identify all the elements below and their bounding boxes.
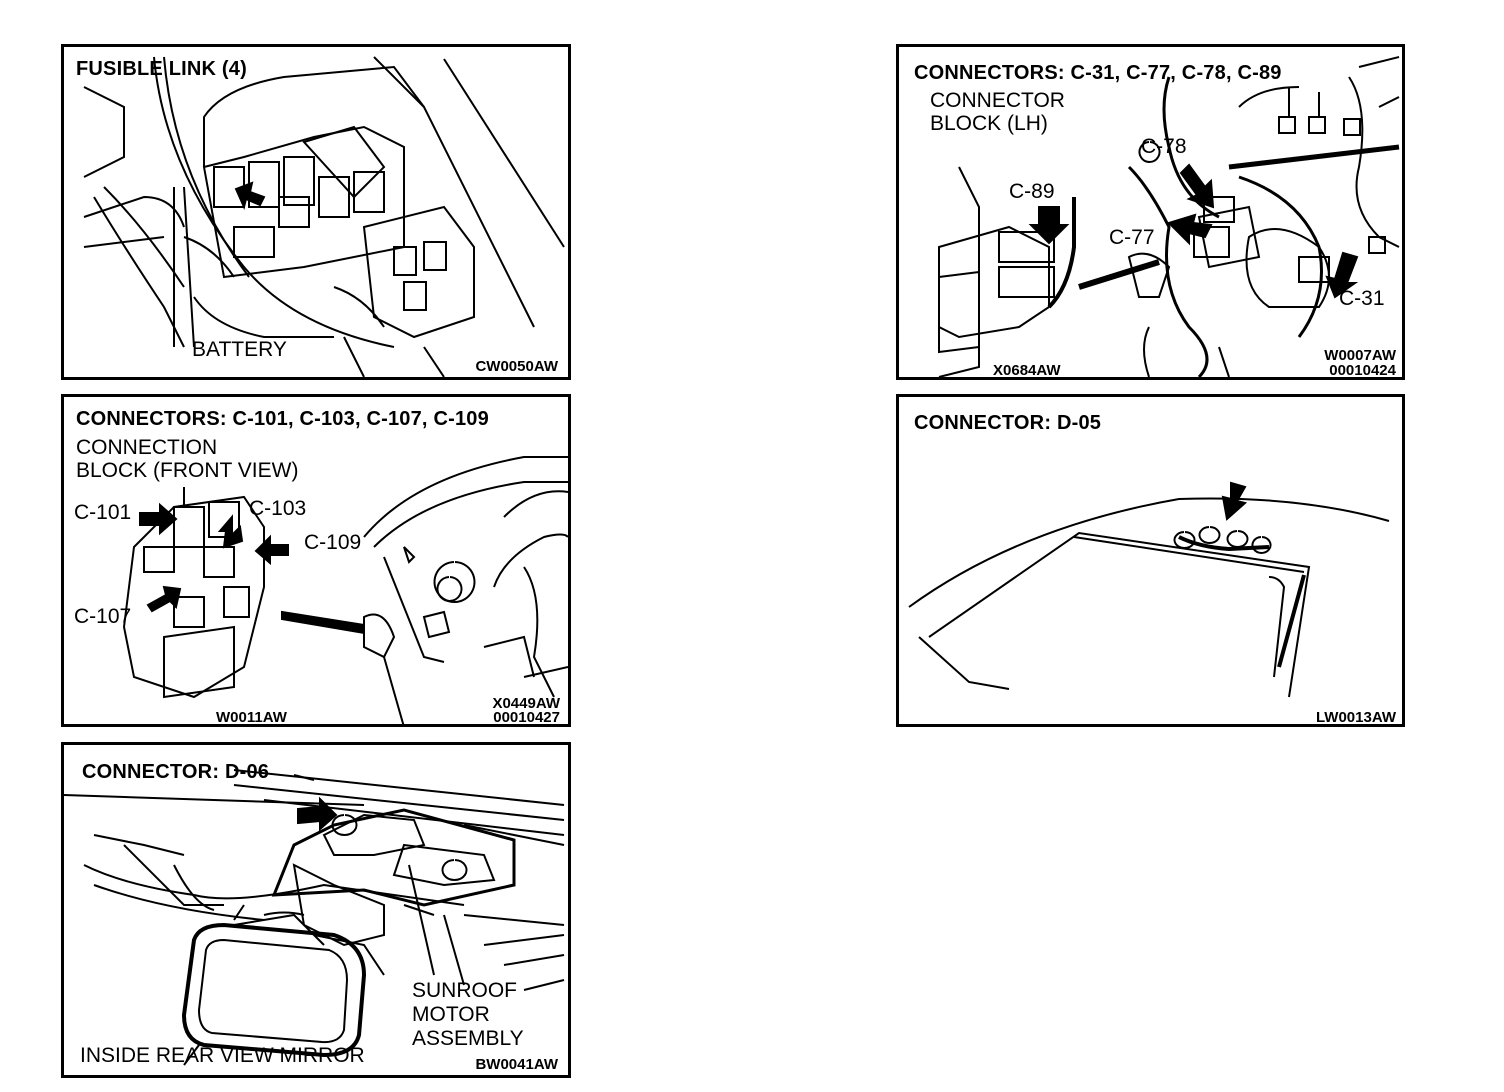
figure-code: 00010427: [493, 709, 560, 726]
label-sunroof-line1: SUNROOF: [412, 979, 517, 1002]
figure-code: BW0041AW: [475, 1056, 558, 1073]
label-connection-block-line2: BLOCK (FRONT VIEW): [76, 459, 299, 482]
label-c-109: C-109: [304, 531, 362, 554]
panel-connectors-c101-c103-c107-c109: CONNECTORS: C-101, C-103, C-107, C-109 C…: [61, 394, 571, 727]
label-c-89: C-89: [1009, 180, 1055, 203]
panel-title: CONNECTORS: C-31, C-77, C-78, C-89: [914, 62, 1282, 84]
label-sunroof-line2: MOTOR: [412, 1003, 490, 1026]
label-inside-rear-view-mirror: INSIDE REAR VIEW MIRROR: [80, 1044, 365, 1067]
panel-fusible-link: FUSIBLE LINK (4) BATTERY CW0050AW: [61, 44, 571, 380]
label-sunroof-line3: ASSEMBLY: [412, 1027, 524, 1050]
fusible-link-illustration: [83, 56, 565, 377]
connection-block-front-view-illustration: [122, 456, 568, 724]
panel-connector-d-05: CONNECTOR: D-05 LW0013AW: [896, 394, 1405, 727]
panel-title: FUSIBLE LINK (4): [76, 58, 247, 80]
sunroof-motor-d-06-illustration: [64, 769, 565, 1066]
figure-code: X0684AW: [993, 362, 1061, 379]
panel-title: CONNECTOR: D-06: [82, 761, 270, 783]
roof-connector-d-05-illustration: [908, 481, 1390, 698]
panel-title: CONNECTOR: D-05: [914, 412, 1102, 434]
label-c-107: C-107: [74, 605, 132, 628]
label-battery: BATTERY: [192, 338, 287, 361]
label-c-78: C-78: [1141, 135, 1187, 158]
figure-code: W0011AW: [216, 709, 287, 726]
panel-title: CONNECTORS: C-101, C-103, C-107, C-109: [76, 408, 489, 430]
figure-code: CW0050AW: [475, 358, 558, 375]
label-c-31: C-31: [1339, 287, 1385, 310]
figure-code: X0449AW: [492, 695, 560, 712]
label-connection-block-line1: CONNECTION: [76, 436, 218, 459]
label-c-77: C-77: [1109, 226, 1155, 249]
figure-code: LW0013AW: [1315, 709, 1396, 726]
label-connector-block-line1: CONNECTOR: [930, 89, 1065, 112]
label-connector-block-line2: BLOCK (LH): [930, 112, 1048, 135]
connector-block-lh-illustration: [938, 56, 1400, 377]
panel-connectors-c31-c77-c78-c89: CONNECTORS: C-31, C-77, C-78, C-89 CONNE…: [896, 44, 1405, 380]
label-c-103: C-103: [249, 497, 307, 520]
label-c-101: C-101: [74, 501, 132, 524]
figure-code: 00010424: [1329, 362, 1396, 379]
panel-connector-d-06: CONNECTOR: D-06 SUNROOF MOTOR ASSEMBLY I…: [61, 742, 571, 1078]
figure-code: W0007AW: [1324, 347, 1396, 364]
